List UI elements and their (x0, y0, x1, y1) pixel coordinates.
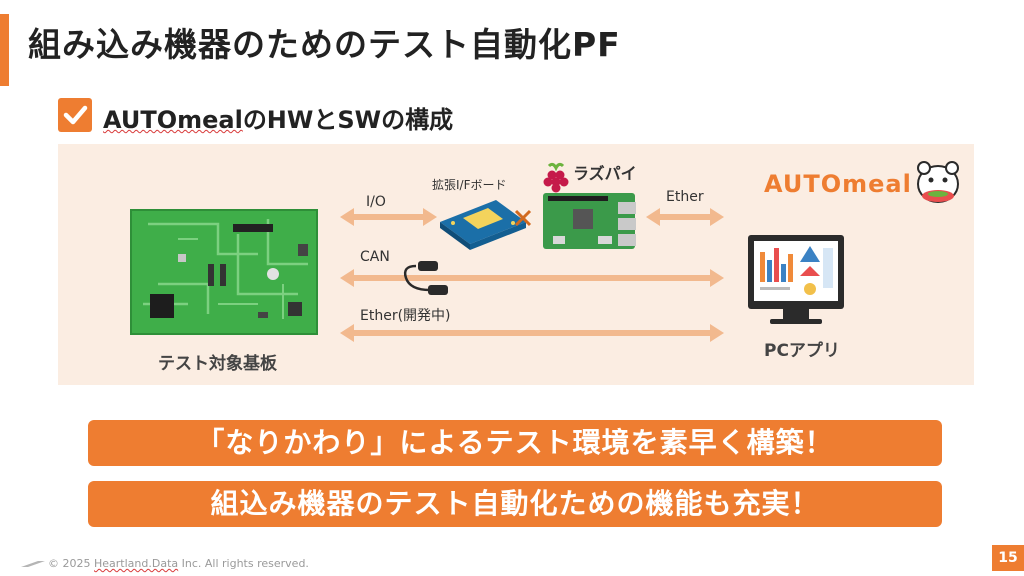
extension-board-label: 拡張I/Fボード (432, 178, 507, 192)
extension-board-icon (440, 200, 526, 250)
io-label: I/O (366, 194, 386, 210)
mascot-icon (917, 161, 959, 203)
company-logo-icon (21, 561, 45, 567)
automeal-logo: AUTOmeal (764, 170, 912, 198)
can-label: CAN (360, 249, 390, 265)
copyright-suffix: Inc. All rights reserved. (178, 557, 309, 570)
diagram-graphics (130, 161, 959, 342)
can-cable-icon (403, 261, 448, 295)
ether-arrow-top (646, 208, 724, 226)
ether-label: Ether (666, 189, 704, 205)
raspi-label: ラズパイ (573, 164, 637, 183)
slide-title: 組み込み機器のためのテスト自動化PF (28, 25, 621, 64)
banner-rapid-setup: 「なりかわり」によるテスト環境を素早く構築！ (88, 420, 942, 466)
combine-x-icon (514, 209, 532, 227)
raspberry-pi-board-icon (543, 193, 636, 249)
system-diagram: AUTOmeal I/O 拡張I/Fボード ラズパイ Ether CAN Eth… (58, 144, 974, 385)
io-arrow (340, 208, 437, 226)
title-accent-bar (0, 14, 9, 86)
copyright-company: Heartland.Data (94, 557, 179, 570)
raspberry-logo-icon (543, 162, 569, 193)
can-arrow (340, 269, 724, 287)
section-subtitle: AUTOmealのHWとSWの構成 (103, 100, 453, 135)
page-number: 15 (992, 545, 1024, 571)
subtitle-brand: AUTOmeal (103, 106, 243, 134)
pcb-board-icon (130, 209, 318, 335)
pc-app-label: PCアプリ (764, 341, 840, 361)
subtitle-rest: のHWとSWの構成 (242, 106, 454, 134)
target-board-label: テスト対象基板 (158, 354, 277, 374)
banner-features: 組込み機器のテスト自動化ための機能も充実！ (88, 481, 942, 527)
copyright-prefix: © 2025 (48, 557, 94, 570)
ether-dev-label: Ether(開発中) (360, 308, 451, 324)
pc-monitor-icon (748, 235, 844, 324)
checkbox-icon (58, 98, 92, 132)
ether-dev-arrow (340, 324, 724, 342)
copyright-footer: © 2025 Heartland.Data Inc. All rights re… (48, 557, 309, 570)
